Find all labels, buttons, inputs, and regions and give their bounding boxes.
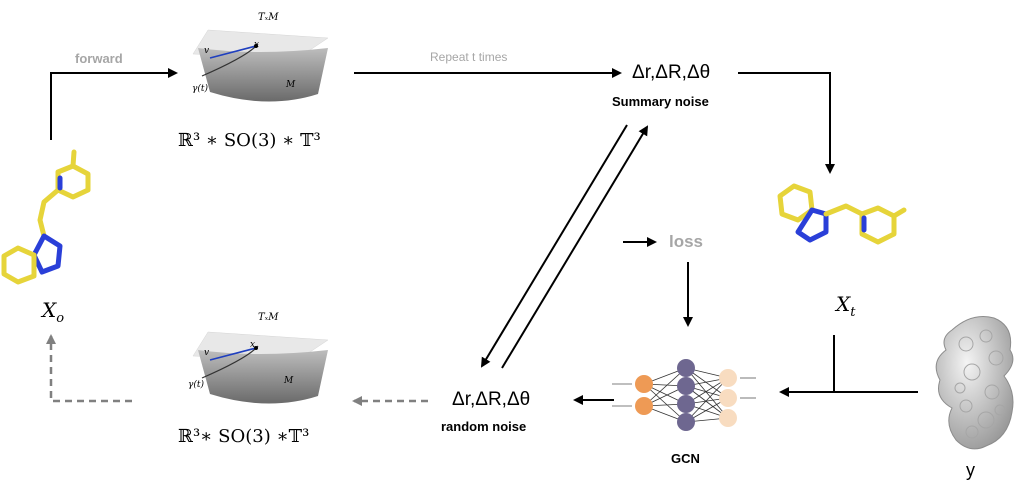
manifold-top-formula: ℝ³ ∗ SO(3) ∗ 𝕋³	[178, 130, 321, 151]
forward-label: forward	[75, 51, 123, 66]
protein-y-image	[935, 316, 1014, 450]
gcn-network-image	[612, 359, 756, 431]
delta-top-label: Δr,ΔR,Δθ	[632, 62, 711, 83]
manifold-top-figure	[192, 29, 329, 102]
manifold-top-tangent-label: TₓM	[258, 12, 279, 23]
ligand-xt-image	[777, 183, 907, 245]
loss-label: loss	[669, 232, 704, 251]
manifold-bottom-curve-label: γ(t)	[188, 380, 205, 390]
manifold-bottom-vector-label: v	[204, 348, 210, 358]
summary-to-xt-arrow	[738, 72, 835, 174]
diagonal-down-arrow	[480, 124, 628, 368]
diagonal-up-arrow	[501, 125, 649, 369]
random-noise-label: random noise	[441, 419, 527, 434]
manifold-top-vector-label: v	[204, 46, 210, 56]
manifold-top-point-label: x	[254, 40, 260, 50]
manifold-bottom-formula: ℝ³∗ SO(3) ∗𝕋³	[178, 426, 310, 447]
return-dashed-arrow	[46, 334, 132, 403]
manifold-bottom-figure	[192, 331, 329, 404]
delta-bottom-label: Δr,ΔR,Δθ	[452, 389, 531, 410]
manifold-top-curve-label: γ(t)	[192, 84, 209, 94]
xt-base: X	[836, 292, 851, 316]
y-label: y	[966, 460, 975, 480]
ligand-x0-image	[1, 149, 91, 285]
manifold-bottom-m-label: M	[284, 376, 294, 386]
xt-subscript: t	[850, 305, 856, 320]
forward-arrow	[50, 68, 178, 140]
summary-noise-label: Summary noise	[612, 94, 709, 109]
manifold-bottom-tangent-label: TₓM	[258, 312, 279, 323]
repeat-label: Repeat t times	[430, 50, 508, 64]
manifold-bottom-point-label: x	[250, 340, 256, 350]
manifold-top-m-label: M	[286, 80, 296, 90]
x0-label: Xo	[42, 298, 64, 326]
gcn-label: GCN	[671, 451, 700, 466]
x0-subscript: o	[56, 311, 65, 326]
xt-label: Xt	[836, 292, 855, 320]
x0-base: X	[42, 298, 57, 322]
